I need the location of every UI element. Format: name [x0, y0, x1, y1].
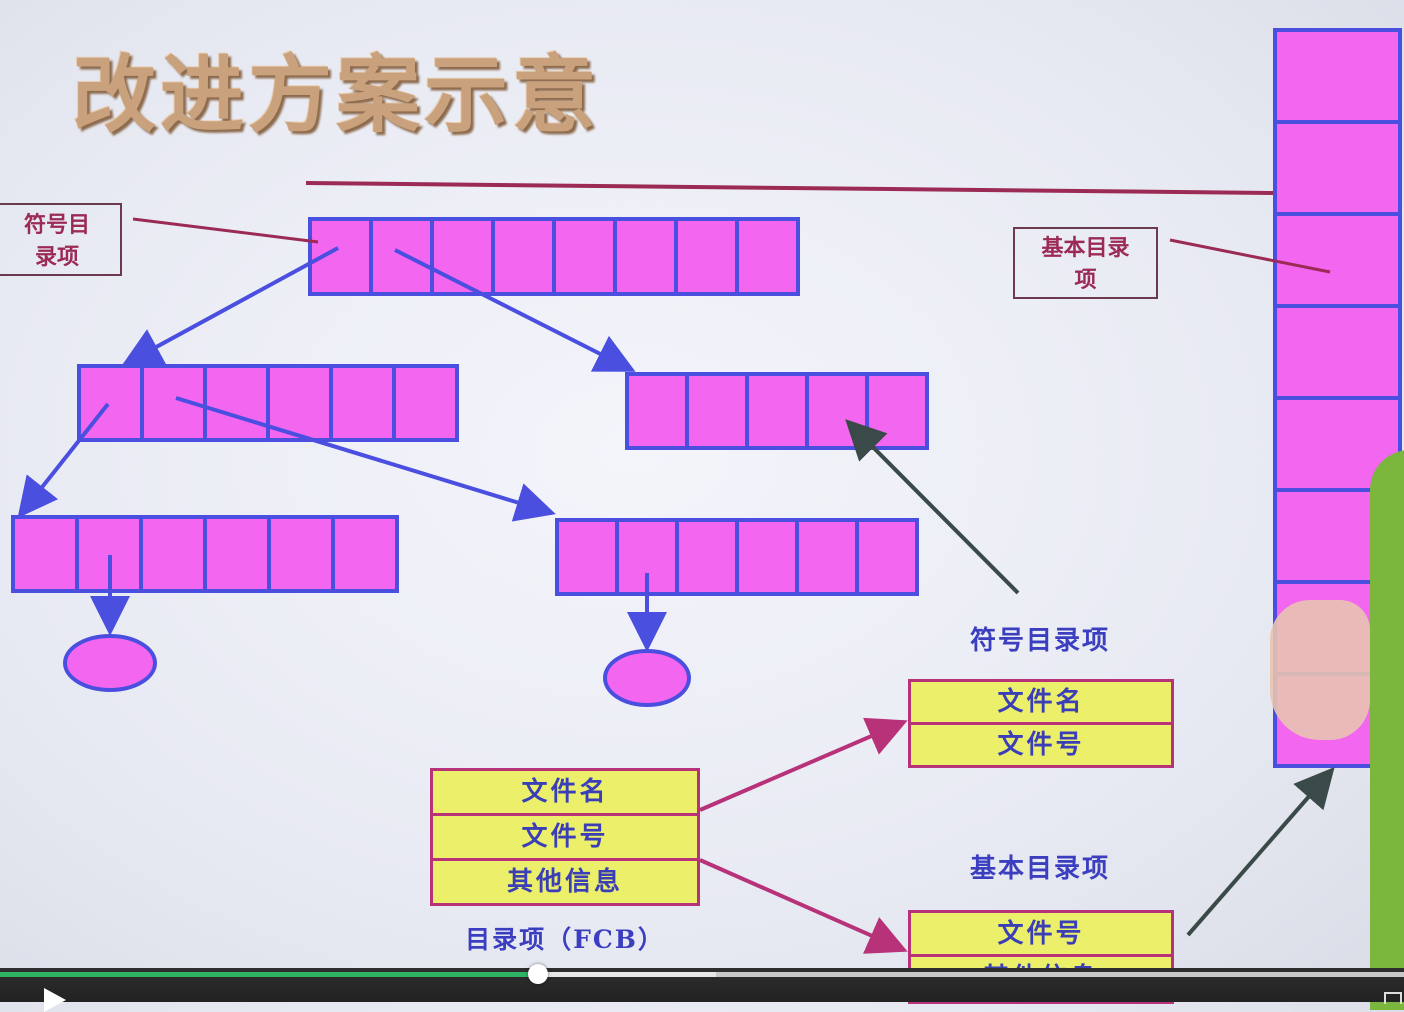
- basic-directory-cell: [1273, 304, 1402, 400]
- leader-line: [1169, 238, 1331, 274]
- file-node-a: [63, 634, 157, 692]
- basic-entry-heading: 基本目录项: [969, 854, 1110, 884]
- pointer-arrow: [1186, 766, 1335, 937]
- subdirectory-a-cell: [329, 364, 396, 442]
- root-directory-cell: [552, 217, 617, 296]
- symbolic-row-filename: 文件名: [908, 679, 1174, 722]
- pointer-arrow: [17, 402, 110, 519]
- leader-line: [132, 217, 319, 244]
- progress-handle[interactable]: [527, 964, 548, 984]
- subdirectory-b-cell: [865, 372, 929, 450]
- fullscreen-icon[interactable]: [1384, 992, 1402, 1004]
- symbolic-row-filenumber: 文件号: [908, 722, 1174, 768]
- root-directory-cell: [735, 217, 800, 296]
- root-directory-cell: [613, 217, 678, 296]
- title-divider: [305, 181, 1277, 195]
- symbolic-entry-heading: 符号目录项: [969, 626, 1110, 656]
- subdirectory-d-cell: [795, 518, 859, 596]
- fcb-row-otherinfo: 其他信息: [430, 858, 700, 906]
- pointer-arrow: [175, 396, 556, 522]
- subdirectory-d-cell: [555, 518, 619, 596]
- pointer-arrow: [845, 419, 1020, 595]
- slide-title: 改进方案示意: [72, 46, 601, 144]
- fcb-row-filename: 文件名: [430, 768, 700, 813]
- subdirectory-c-cell: [267, 515, 335, 593]
- subdirectory-d-cell: [675, 518, 739, 596]
- subdirectory-c-cell: [11, 515, 79, 593]
- basic-row-filenumber: 文件号: [908, 910, 1174, 954]
- presenter: [1370, 450, 1404, 1010]
- root-directory-cell: [369, 217, 434, 296]
- play-icon[interactable]: [44, 988, 66, 1012]
- basic-directory-cell: [1273, 212, 1402, 308]
- progress-played: [0, 972, 538, 977]
- file-node-b: [603, 649, 691, 707]
- pointer-arrow: [699, 858, 908, 954]
- pointer-arrow: [121, 246, 339, 366]
- subdirectory-a-cell: [203, 364, 270, 442]
- root-directory-cell: [674, 217, 739, 296]
- root-directory-cell: [430, 217, 495, 296]
- fcb-row-filenumber: 文件号: [430, 813, 700, 858]
- subdirectory-d-cell: [735, 518, 799, 596]
- subdirectory-a-cell: [392, 364, 459, 442]
- basic-directory-cell: [1273, 120, 1402, 216]
- fcb-table: 文件名 文件号 其他信息: [430, 768, 700, 906]
- subdirectory-c-cell: [203, 515, 271, 593]
- subdirectory-b-cell: [685, 372, 749, 450]
- basic-directory-cell: [1273, 28, 1402, 124]
- fcb-caption: 目录项（FCB）: [465, 925, 665, 954]
- symbolic-entry-label-box: 符号目录项: [0, 203, 122, 276]
- subdirectory-b-cell: [805, 372, 869, 450]
- subdirectory-d-cell: [855, 518, 919, 596]
- pointer-arrow: [394, 248, 636, 372]
- subdirectory-c-cell: [331, 515, 399, 593]
- root-directory-cell: [491, 217, 556, 296]
- presenter-hand: [1270, 600, 1370, 740]
- symbolic-entry-table: 文件名 文件号: [908, 679, 1174, 768]
- subdirectory-b-cell: [625, 372, 689, 450]
- basic-entry-label-box: 基本目录项: [1013, 227, 1158, 299]
- pointer-arrow: [699, 717, 908, 812]
- subdirectory-b-cell: [745, 372, 809, 450]
- subdirectory-c-cell: [139, 515, 207, 593]
